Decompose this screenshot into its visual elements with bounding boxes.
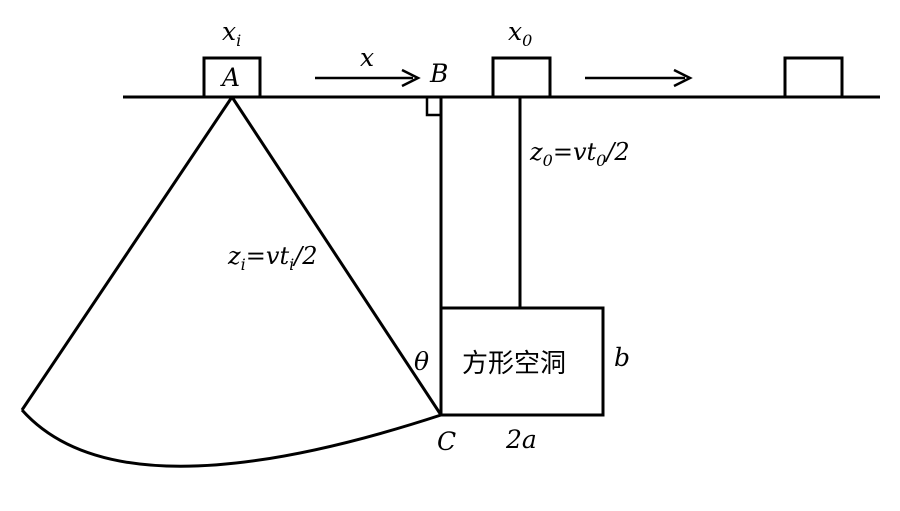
label-x0: x0 — [508, 17, 532, 50]
arrow-right-head — [673, 68, 693, 88]
label-z0-formula: z0=vt0/2 — [529, 138, 630, 170]
label-xi: xi — [222, 17, 241, 50]
square-cavity — [439, 306, 605, 417]
receiver-box-right — [783, 56, 844, 99]
label-a: A — [220, 63, 240, 92]
label-cavity: 方形空洞 — [462, 349, 566, 379]
label-2a-width: 2a — [505, 425, 537, 454]
cone-left-edge — [20, 96, 234, 411]
cone-right-edge — [230, 96, 443, 416]
label-b-height: b — [614, 343, 630, 372]
receiver-box-x0 — [491, 56, 552, 99]
label-c: C — [437, 427, 456, 456]
label-zi-formula: zi=vti/2 — [227, 242, 318, 274]
label-x-arrow: x — [360, 43, 374, 72]
cone-base-arc — [20, 409, 442, 468]
right-angle-marker — [425, 97, 441, 117]
label-b: B — [429, 59, 448, 88]
arrow-x-head — [401, 68, 421, 88]
label-theta: θ — [414, 347, 429, 376]
